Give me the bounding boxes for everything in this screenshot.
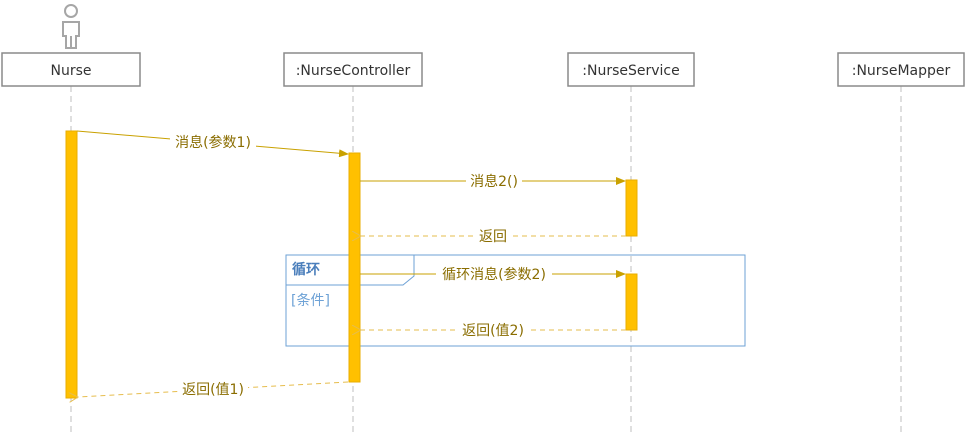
activation-nurseservice-1[interactable] — [625, 179, 638, 237]
loop-frame[interactable]: 循环 [条件] — [285, 254, 746, 347]
return-3[interactable]: 返回(值1) — [78, 380, 349, 398]
activation-nurse[interactable] — [65, 130, 78, 399]
lifeline-nurse[interactable]: Nurse — [1, 52, 141, 87]
lifeline-label-nurseservice: :NurseService — [582, 63, 679, 79]
lifeline-label-nursecontroller: :NurseController — [296, 63, 411, 79]
return-1[interactable]: 返回 — [361, 227, 626, 245]
return-3-label: 返回(值1) — [182, 382, 244, 398]
message-3-label: 循环消息(参数2) — [442, 266, 546, 283]
loop-frame-guard: [条件] — [291, 292, 330, 309]
message-3[interactable]: 循环消息(参数2) — [360, 265, 626, 283]
lifeline-label-nurse: Nurse — [50, 63, 91, 79]
return-1-label: 返回 — [479, 229, 507, 245]
lifeline-nursemapper[interactable]: :NurseMapper — [837, 52, 965, 87]
activation-nursecontroller[interactable] — [348, 152, 361, 383]
activation-nurseservice-2[interactable] — [625, 273, 638, 331]
person-icon — [62, 4, 80, 49]
lifeline-label-nursemapper: :NurseMapper — [852, 63, 951, 79]
lifeline-nursecontroller[interactable]: :NurseController — [283, 52, 423, 87]
message-1[interactable]: 消息(参数1) — [76, 130, 349, 158]
loop-frame-name: 循环 — [292, 261, 320, 278]
return-2[interactable]: 返回(值2) — [361, 321, 626, 339]
lifeline-nurseservice[interactable]: :NurseService — [567, 52, 695, 87]
message-2[interactable]: 消息2() — [360, 172, 626, 190]
message-1-label: 消息(参数1) — [175, 134, 251, 151]
message-2-label: 消息2() — [470, 173, 518, 190]
return-2-label: 返回(值2) — [462, 323, 524, 339]
